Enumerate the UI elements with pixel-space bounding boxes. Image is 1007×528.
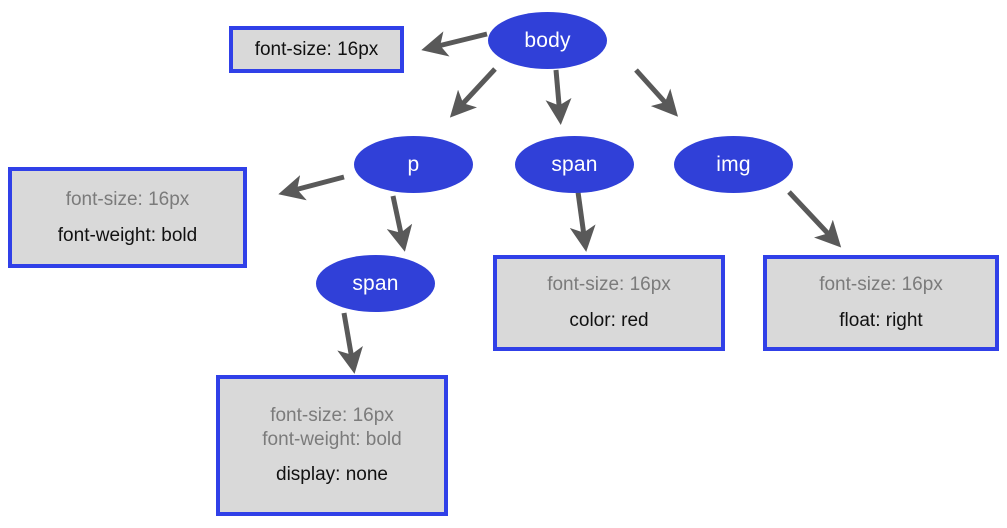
arrow-span-to-box-span	[569, 191, 596, 252]
prop-line: font-size: 16px	[547, 274, 671, 296]
arrow-body-to-box-body	[421, 31, 488, 57]
node-span-nested-label: span	[352, 271, 399, 295]
prop-line: font-weight: bold	[57, 224, 198, 246]
arrow-p-to-span-nested	[386, 195, 413, 252]
prop-line: font-weight: bold	[262, 428, 402, 450]
node-span-top-label: span	[551, 152, 598, 176]
prop-line: color: red	[569, 310, 649, 331]
prop-line: font-size: 16px	[65, 188, 190, 210]
node-img[interactable]: img	[674, 136, 793, 193]
arrow-span-nested-to-box	[337, 312, 363, 374]
node-p[interactable]: p	[354, 136, 473, 193]
prop-line: font-size: 16px	[819, 274, 943, 296]
prop-box-span-top[interactable]: font-size: 16px color: red	[493, 255, 725, 351]
prop-line: font-size: 16px	[254, 38, 379, 60]
node-body-label: body	[524, 28, 571, 52]
prop-box-p[interactable]: font-size: 16px font-weight: bold	[8, 167, 247, 268]
prop-line: display: none	[276, 464, 388, 486]
node-body[interactable]: body	[488, 12, 607, 69]
node-p-label: p	[407, 152, 420, 176]
node-img-label: img	[716, 152, 751, 176]
prop-box-img[interactable]: font-size: 16px float: right	[763, 255, 999, 351]
prop-line: float: right	[839, 310, 923, 331]
arrow-body-to-span	[545, 69, 572, 125]
prop-box-body[interactable]: font-size: 16px	[229, 26, 404, 73]
arrow-img-to-box-img	[787, 190, 842, 248]
node-span-nested[interactable]: span	[316, 255, 435, 312]
arrow-p-to-box-p	[278, 174, 345, 201]
prop-box-span-nested[interactable]: font-size: 16px font-weight: bold displa…	[216, 375, 448, 516]
node-span-top[interactable]: span	[515, 136, 634, 193]
prop-line: font-size: 16px	[270, 404, 394, 426]
arrow-body-to-p	[449, 67, 497, 118]
arrow-body-to-img	[634, 68, 679, 117]
